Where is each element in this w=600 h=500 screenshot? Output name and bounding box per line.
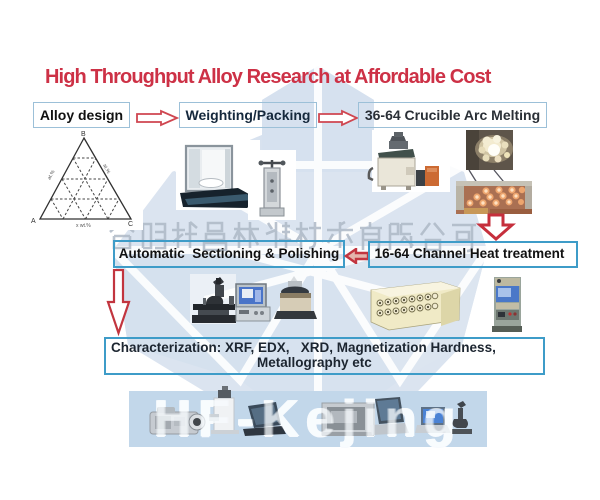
- svg-text:x wt.%: x wt.%: [76, 223, 91, 229]
- svg-text:C: C: [128, 221, 133, 228]
- svg-text:at.%: at.%: [46, 169, 56, 181]
- svg-text:at.%: at.%: [101, 163, 111, 175]
- svg-text:A: A: [31, 218, 36, 225]
- svg-text:B: B: [81, 131, 86, 138]
